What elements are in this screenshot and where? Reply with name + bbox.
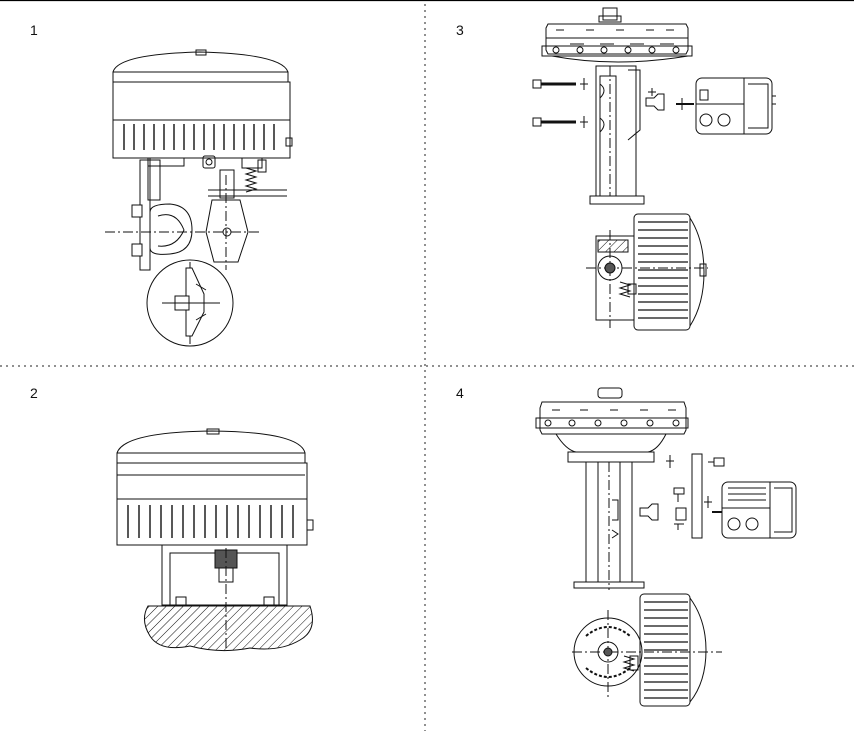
panel-1-number: 1 [30,22,38,38]
panel-3-drawing [532,7,776,331]
panel-1-drawing [105,49,293,347]
panel-4-drawing [535,387,797,707]
panel-2-drawing [116,428,314,652]
heatsink-fins [112,119,291,159]
panel-4-number: 4 [456,385,464,401]
mounting-base-hatched [144,605,313,652]
positioner-box [721,481,797,539]
panel-3-number: 3 [456,22,464,38]
positioner-box [695,77,773,135]
detail-circle [146,259,234,347]
heatsink-fins [116,498,308,546]
panel-2-number: 2 [30,385,38,401]
